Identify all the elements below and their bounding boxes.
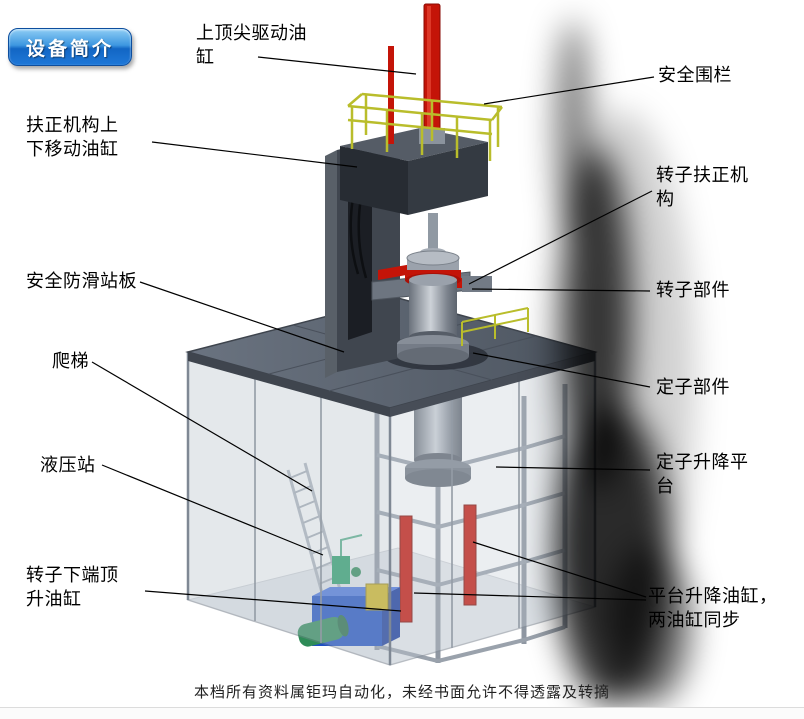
leader-lines xyxy=(91,56,655,612)
label-ladder: 爬梯 xyxy=(52,351,89,371)
leader-centering-updown-cylinder xyxy=(151,141,358,168)
leader-safety-fence xyxy=(483,76,655,105)
deck-railing-graphic xyxy=(461,307,529,346)
platform-lift-cylinders-graphic xyxy=(399,504,477,623)
label-stator-component: 定子部件 xyxy=(656,377,730,397)
enclosure-walls xyxy=(186,351,597,667)
rotor-assembly-graphic xyxy=(397,213,469,365)
label-centering-updown-cylinder: 扶正机构上 下移动油缸 xyxy=(26,115,119,159)
leader-top-drive-cylinder xyxy=(257,56,417,75)
leader-rotor-component xyxy=(471,288,651,292)
label-rotor-centering-mechanism: 转子扶正机 构 xyxy=(656,165,749,209)
label-rotor-component: 转子部件 xyxy=(656,280,730,300)
footer-note: 本档所有资料属钜玛自动化，未经书面允许不得透露及转摘 xyxy=(193,684,610,701)
leader-platform-cylinder-b xyxy=(413,592,647,601)
title-badge: 设备简介 xyxy=(8,28,132,66)
bottom-strip xyxy=(0,707,804,719)
leader-stator-lift-platform xyxy=(495,466,651,471)
shadow-smudge xyxy=(545,20,695,705)
label-rotor-bottom-jack-cylinder: 转子下端顶 升油缸 xyxy=(26,565,119,609)
title-badge-label: 设备简介 xyxy=(25,38,114,60)
label-safety-fence: 安全围栏 xyxy=(658,65,732,85)
leader-rotor-centering-mechanism xyxy=(468,190,653,285)
leader-stator-component xyxy=(472,352,651,388)
leader-hydraulic-station xyxy=(101,464,324,556)
label-stator-lift-platform: 定子升降平 台 xyxy=(656,452,749,496)
label-platform-lift-cylinders: 平台升降油缸， 两油缸同步 xyxy=(648,586,778,630)
leader-antislip-platform xyxy=(139,281,345,353)
label-hydraulic-station: 液压站 xyxy=(40,455,96,475)
label-antislip-platform: 安全防滑站板 xyxy=(26,271,137,291)
leader-ladder xyxy=(91,361,313,492)
safety-fence-graphic xyxy=(347,92,503,161)
label-top-drive-cylinder: 上顶尖驱动油 缸 xyxy=(196,23,307,67)
top-drive-cylinder-graphic xyxy=(388,3,445,144)
head-assembly-graphic xyxy=(340,128,488,215)
leader-rotor-bottom-jack-cylinder xyxy=(144,590,402,612)
leader-platform-cylinder-a xyxy=(472,541,647,598)
